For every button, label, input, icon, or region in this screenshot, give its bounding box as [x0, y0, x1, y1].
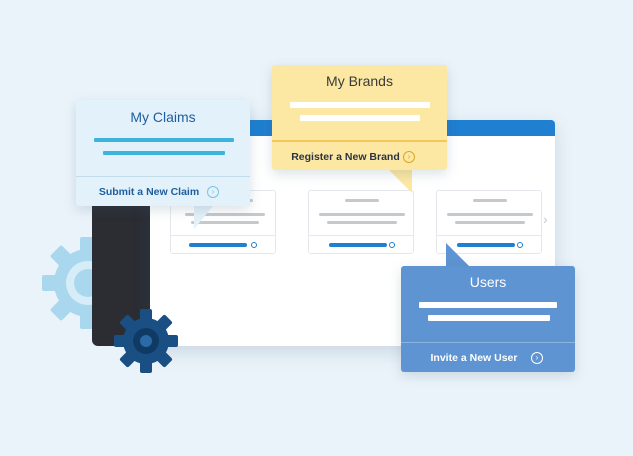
users-title: Users: [469, 274, 507, 290]
claims-callout-tail: [194, 205, 214, 229]
brands-title: My Brands: [326, 73, 393, 89]
invite-user-link[interactable]: Invite a New User: [430, 352, 518, 364]
gear-small-icon: [114, 309, 178, 373]
claims-callout: My Claims Submit a New Claim ›: [76, 100, 250, 206]
dashboard-card[interactable]: [436, 190, 542, 254]
submit-claim-link[interactable]: Submit a New Claim: [98, 186, 200, 198]
claims-title: My Claims: [130, 109, 196, 125]
circle-chevron-right-icon[interactable]: ›: [531, 352, 543, 364]
dashboard-card[interactable]: [308, 190, 414, 254]
circle-chevron-right-icon[interactable]: ›: [207, 186, 219, 198]
users-callout-tail: [446, 243, 470, 267]
circle-chevron-right-icon[interactable]: ›: [403, 151, 415, 163]
users-callout: Users Invite a New User ›: [401, 266, 575, 372]
brands-callout: My Brands Register a New Brand ›: [272, 65, 447, 170]
register-brand-link[interactable]: Register a New Brand: [291, 151, 400, 163]
chevron-right-icon[interactable]: ›: [543, 211, 548, 227]
brands-callout-tail: [388, 169, 412, 193]
